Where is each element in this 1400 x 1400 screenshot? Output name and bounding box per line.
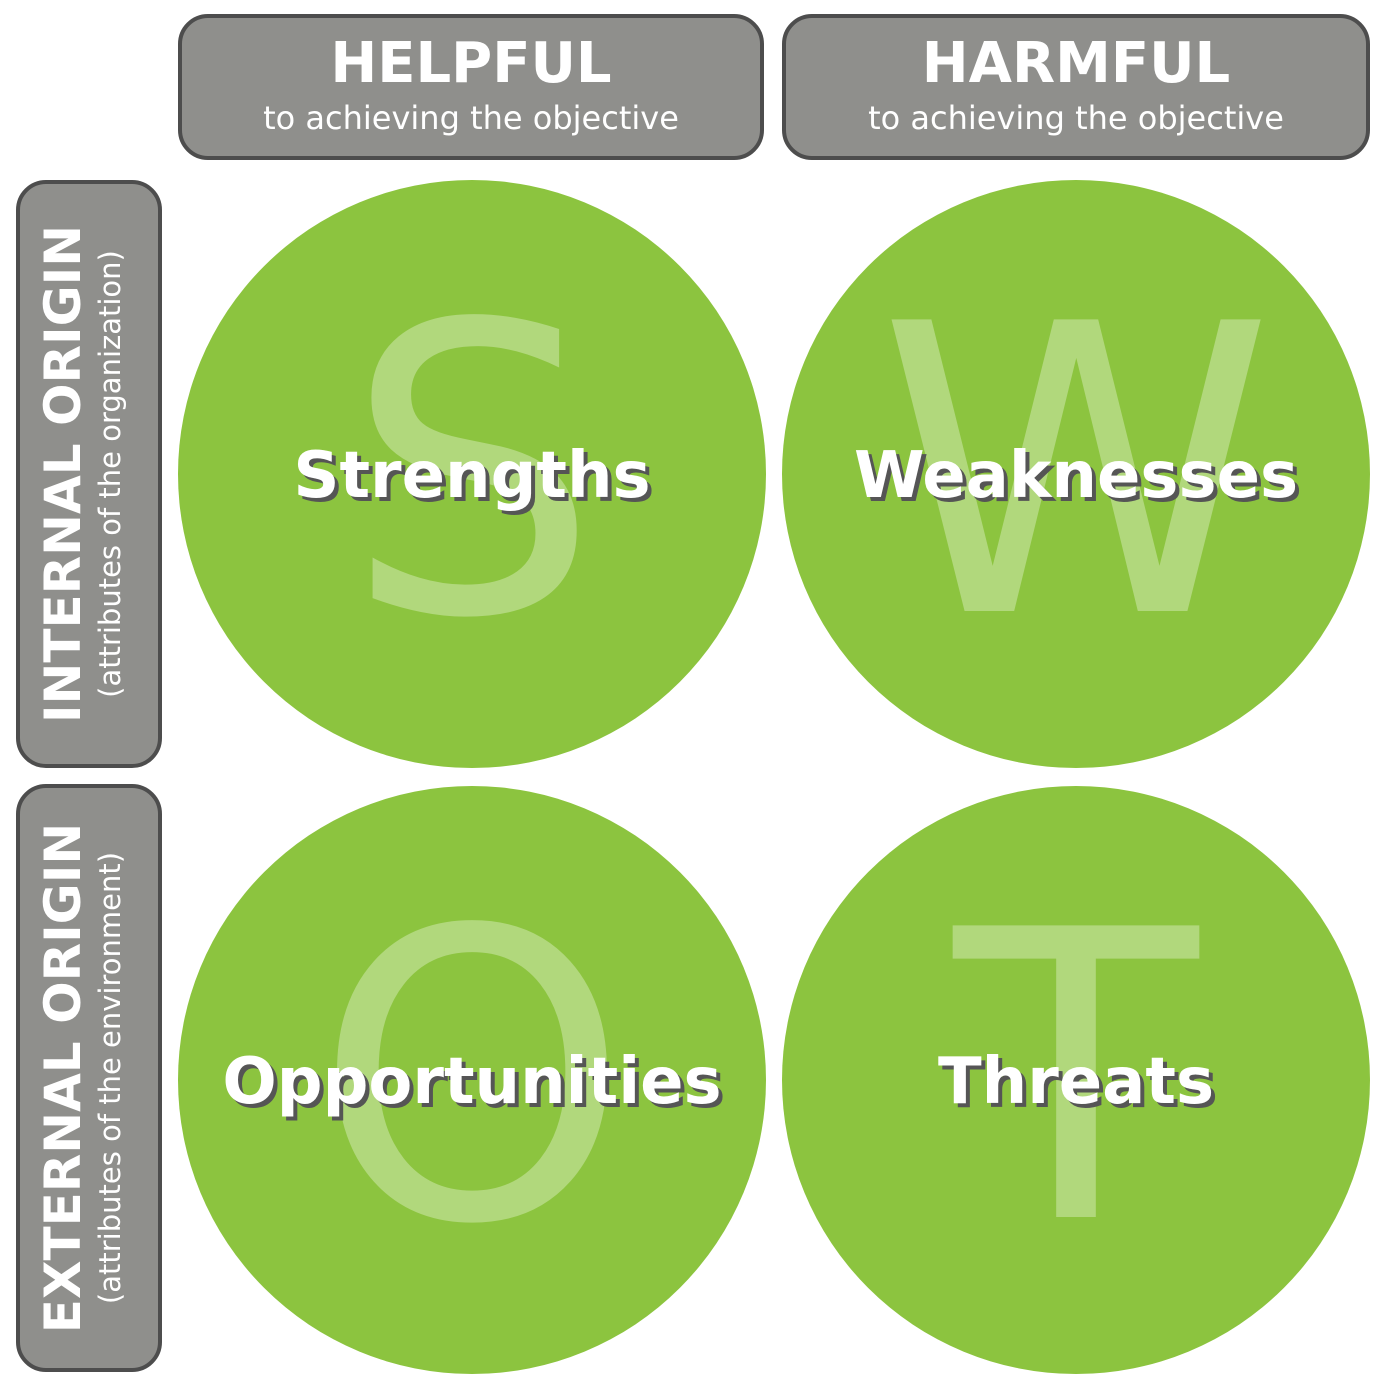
harmful-column-header: HARMFUL to achieving the objective bbox=[782, 14, 1370, 160]
strengths-letter: S bbox=[345, 241, 599, 706]
external-origin-title: EXTERNAL ORIGIN bbox=[34, 822, 92, 1334]
threats-circle: T Threats bbox=[782, 786, 1370, 1374]
internal-origin-title: INTERNAL ORIGIN bbox=[34, 224, 92, 724]
weaknesses-label: Weaknesses bbox=[853, 439, 1299, 513]
threats-letter: T bbox=[953, 847, 1199, 1312]
strengths-circle: S Strengths bbox=[178, 180, 766, 768]
helpful-subtitle: to achieving the objective bbox=[263, 99, 679, 137]
weaknesses-letter: W bbox=[878, 241, 1274, 706]
weaknesses-circle: W Weaknesses bbox=[782, 180, 1370, 768]
external-origin-row-header: EXTERNAL ORIGIN (attributes of the envir… bbox=[16, 784, 162, 1372]
threats-label: Threats bbox=[937, 1045, 1215, 1119]
harmful-subtitle: to achieving the objective bbox=[868, 99, 1284, 137]
harmful-title: HARMFUL bbox=[921, 31, 1231, 96]
helpful-title: HELPFUL bbox=[330, 31, 612, 96]
helpful-column-header: HELPFUL to achieving the objective bbox=[178, 14, 764, 160]
opportunities-letter: O bbox=[314, 847, 630, 1312]
opportunities-label: Opportunities bbox=[222, 1045, 722, 1119]
strengths-label: Strengths bbox=[293, 439, 651, 513]
internal-origin-row-header: INTERNAL ORIGIN (attributes of the organ… bbox=[16, 180, 162, 768]
internal-origin-subtitle: (attributes of the organization) bbox=[93, 250, 127, 698]
external-origin-subtitle: (attributes of the environment) bbox=[93, 851, 127, 1305]
opportunities-circle: O Opportunities bbox=[178, 786, 766, 1374]
